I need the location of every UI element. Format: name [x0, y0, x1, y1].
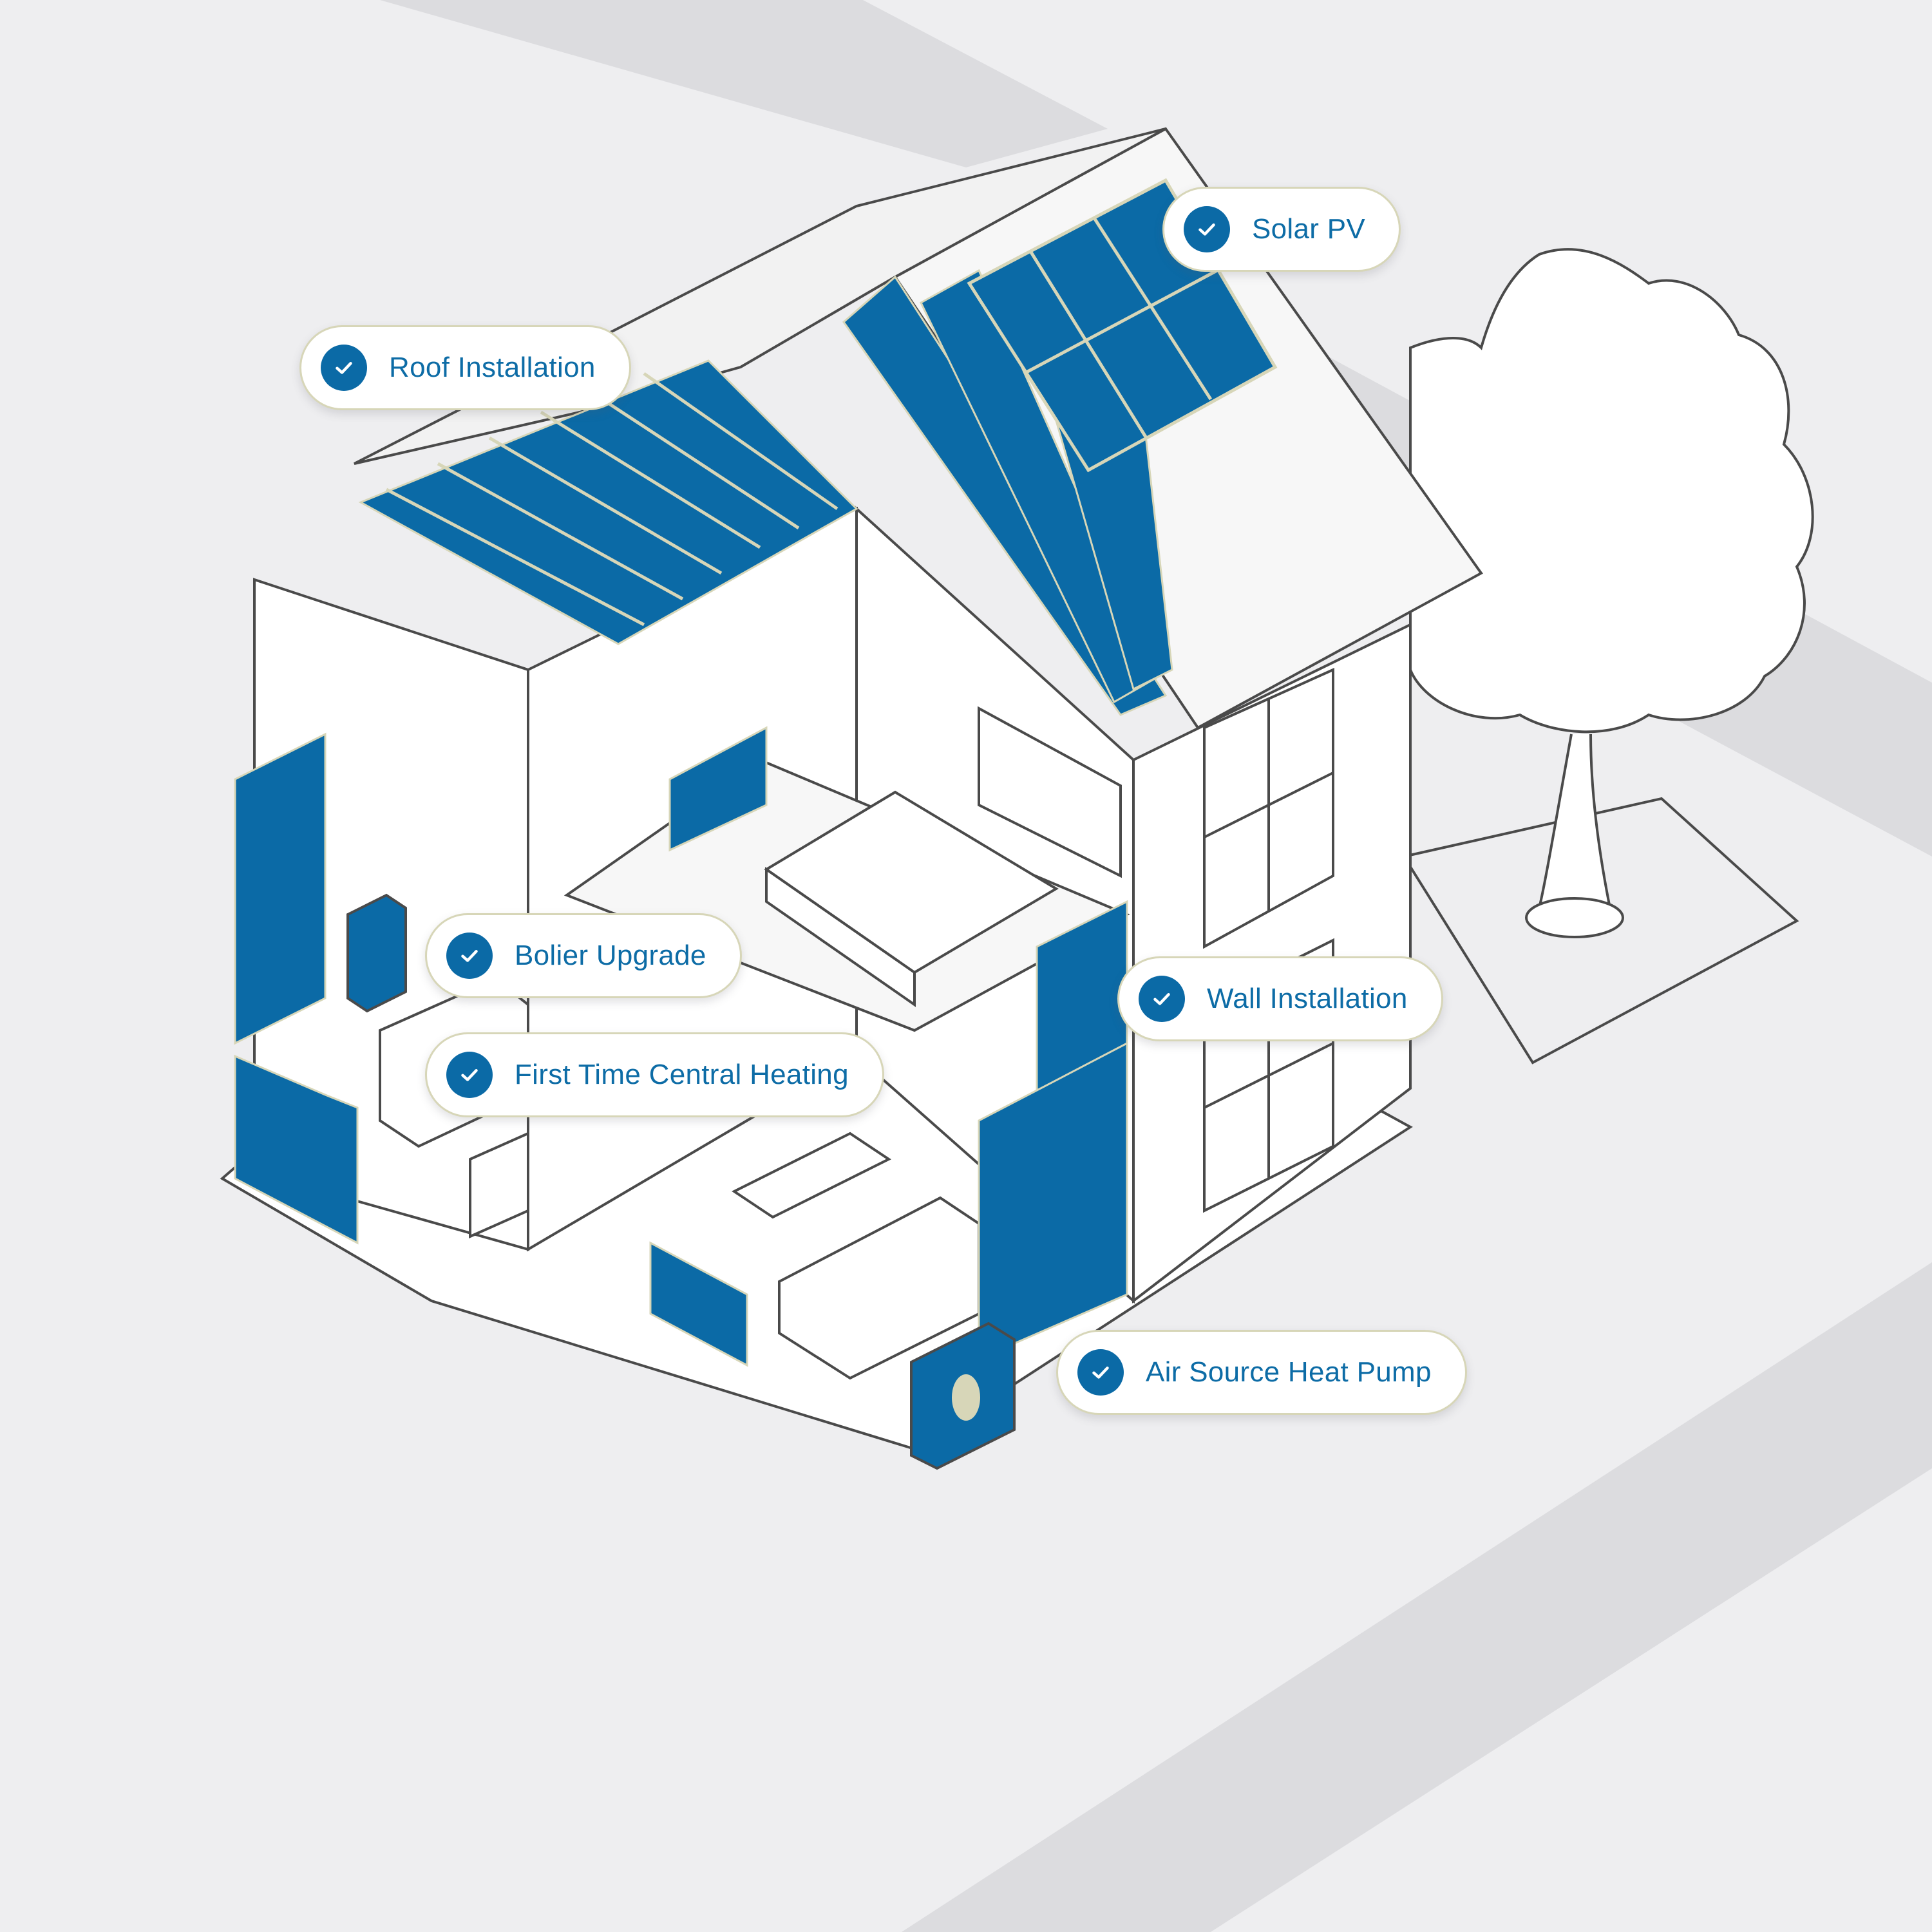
callout-label: Roof Installation	[389, 352, 596, 383]
wall-insulation-left	[234, 732, 359, 1245]
radiators	[649, 726, 768, 1367]
roof-rafters	[385, 372, 838, 627]
air-source-heat-pump-unit	[910, 1321, 1016, 1470]
callout-label: Wall Installation	[1207, 983, 1408, 1014]
callout-bolier-upgrade[interactable]: Bolier Upgrade	[425, 913, 742, 998]
check-circle-icon	[321, 345, 367, 391]
callout-wall-installation[interactable]: Wall Installation	[1117, 956, 1443, 1041]
check-circle-icon	[446, 933, 493, 979]
bed	[764, 706, 1122, 1007]
check-circle-icon	[1184, 206, 1230, 252]
callout-solar-pv[interactable]: Solar PV	[1162, 187, 1401, 272]
check-circle-icon	[1077, 1349, 1124, 1396]
tree	[1401, 248, 1814, 1065]
callout-label: Bolier Upgrade	[515, 940, 706, 971]
callout-label: Solar PV	[1252, 213, 1366, 245]
callout-label: Air Source Heat Pump	[1146, 1356, 1432, 1388]
callout-roof-installation[interactable]: Roof Installation	[299, 325, 631, 410]
callout-air-source-heat-pump[interactable]: Air Source Heat Pump	[1056, 1330, 1467, 1415]
boiler	[346, 893, 407, 1013]
check-circle-icon	[1139, 976, 1185, 1022]
callout-first-time-central-heating[interactable]: First Time Central Heating	[425, 1032, 884, 1117]
check-circle-icon	[446, 1052, 493, 1098]
callout-label: First Time Central Heating	[515, 1059, 849, 1090]
wall-insulation-right	[978, 900, 1128, 1361]
